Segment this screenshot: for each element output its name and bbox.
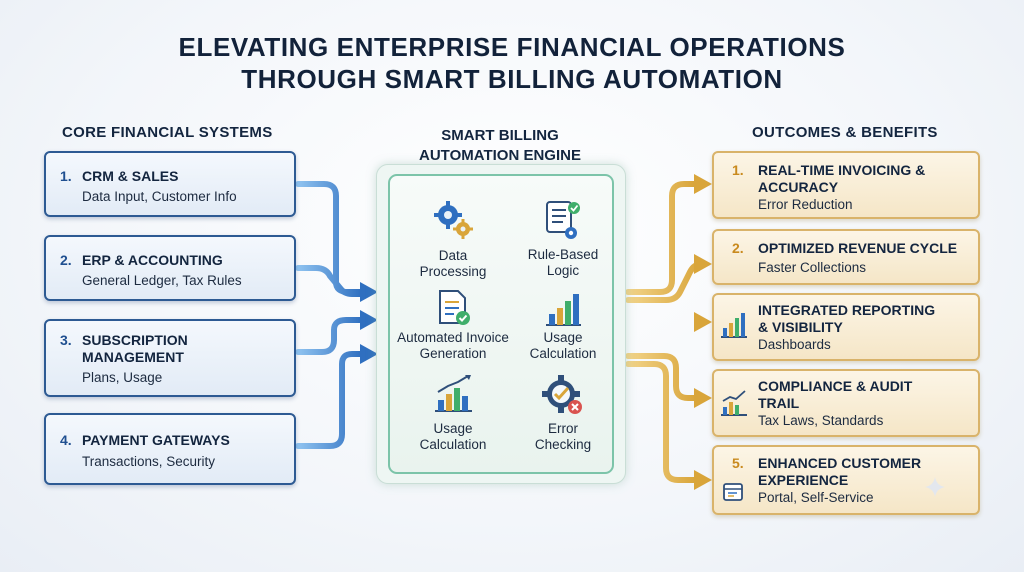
engine-cell-usage-calculation: Usage Calculation	[529, 330, 597, 361]
engine-cell-invoice-generation: Automated Invoice Generation	[397, 330, 509, 361]
item-title-line1: INTEGRATED REPORTING	[758, 302, 936, 318]
sparkle-icon	[925, 477, 945, 497]
invoice-check-icon	[439, 290, 470, 325]
item-title-line2: TRAIL	[758, 395, 800, 411]
item-number: 2.	[60, 252, 72, 268]
item-number: 1.	[732, 162, 744, 178]
outcome-realtime-invoicing: 1. REAL-TIME INVOICING & ACCURACY Error …	[712, 151, 980, 219]
outcome-compliance-audit: COMPLIANCE & AUDIT TRAIL Tax Laws, Stand…	[712, 369, 980, 437]
item-number: 5.	[732, 455, 744, 471]
item-title-line2: ACCURACY	[758, 179, 839, 195]
item-subtitle: Faster Collections	[758, 260, 867, 275]
gear-check-icon	[542, 375, 582, 414]
arrow-out-5	[625, 361, 699, 483]
engine-cell-data-processing: Data Processing	[419, 248, 487, 279]
item-subtitle: General Ledger, Tax Rules	[82, 273, 242, 288]
growth-chart-icon	[435, 375, 472, 412]
item-title-line1: SUBSCRIPTION	[82, 332, 188, 348]
gears-icon	[434, 201, 473, 239]
outcome-customer-experience: 5. ENHANCED CUSTOMER EXPERIENCE Portal, …	[712, 445, 980, 515]
portal-icon	[723, 483, 743, 501]
page-title-line2: THROUGH SMART BILLING AUTOMATION	[241, 64, 783, 94]
source-subscription-management: 3. SUBSCRIPTION MANAGEMENT Plans, Usage	[44, 319, 296, 397]
item-title-line1: ENHANCED CUSTOMER	[758, 455, 922, 471]
item-subtitle: Plans, Usage	[82, 370, 163, 385]
item-subtitle: Tax Laws, Standards	[758, 413, 884, 428]
item-title: OPTIMIZED REVENUE CYCLE	[758, 240, 958, 256]
right-column-heading: OUTCOMES & BENEFITS	[752, 124, 938, 141]
arrow-out-1	[625, 181, 697, 295]
source-crm-sales: 1. CRM & SALES Data Input, Customer Info	[44, 151, 296, 217]
item-title: CRM & SALES	[82, 168, 179, 184]
item-title-line2: EXPERIENCE	[758, 472, 849, 488]
item-title-line1: COMPLIANCE & AUDIT	[758, 378, 913, 394]
item-title: PAYMENT GATEWAYS	[82, 432, 230, 448]
item-title-line1: REAL-TIME INVOICING &	[758, 162, 926, 178]
engine-heading: SMART BILLING AUTOMATION ENGINE	[380, 126, 620, 166]
source-payment-gateways: 4. PAYMENT GATEWAYS Transactions, Securit…	[44, 413, 296, 485]
item-subtitle: Dashboards	[758, 337, 831, 352]
checklist-gear-icon	[546, 201, 580, 239]
audit-chart-icon	[721, 390, 747, 416]
outcome-integrated-reporting: INTEGRATED REPORTING & VISIBILITY Dashbo…	[712, 293, 980, 361]
source-erp-accounting: 2. ERP & ACCOUNTING General Ledger, Tax R…	[44, 235, 296, 301]
engine-cell-error-checking: Error Checking	[534, 421, 592, 452]
item-subtitle: Transactions, Security	[82, 454, 216, 469]
item-title: ERP & ACCOUNTING	[82, 252, 223, 268]
item-subtitle: Error Reduction	[758, 197, 853, 212]
item-number: 2.	[732, 240, 744, 256]
engine-cell-rule-based-logic: Rule-Based Logic	[527, 247, 599, 278]
item-number: 1.	[60, 168, 72, 184]
item-title-line2: MANAGEMENT	[82, 349, 184, 365]
item-number: 3.	[60, 332, 72, 348]
item-subtitle: Portal, Self-Service	[758, 490, 874, 505]
arrow-out-4	[625, 353, 699, 401]
bar-chart-icon	[546, 294, 581, 326]
item-number: 4.	[60, 432, 72, 448]
engine-cell-usage-calculation-2: Usage Calculation	[419, 421, 487, 452]
item-subtitle: Data Input, Customer Info	[82, 189, 237, 204]
arrow-subscription	[295, 317, 365, 355]
left-column-heading: CORE FINANCIAL SYSTEMS	[62, 124, 273, 141]
item-title-line2: & VISIBILITY	[758, 319, 843, 335]
page-title-line1: ELEVATING ENTERPRISE FINANCIAL OPERATION…	[178, 32, 846, 62]
arrow-payment	[295, 351, 365, 449]
outcome-revenue-cycle: 2. OPTIMIZED REVENUE CYCLE Faster Collec…	[712, 229, 980, 285]
report-chart-icon	[721, 313, 747, 338]
engine-heading-line1: SMART BILLING	[441, 127, 559, 144]
arrow-erp	[295, 265, 365, 297]
engine-heading-line2: AUTOMATION ENGINE	[419, 147, 581, 164]
